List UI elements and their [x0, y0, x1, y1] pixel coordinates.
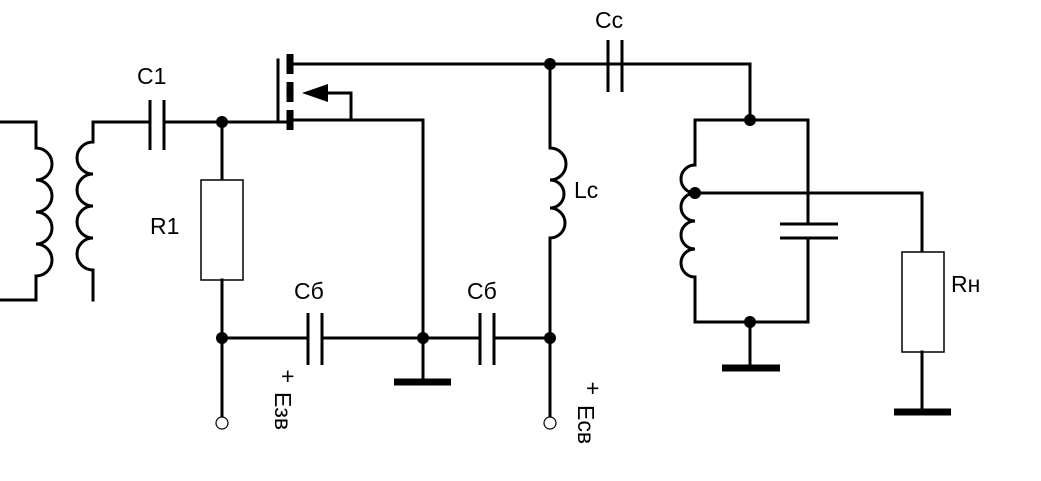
plus-right-label: + [586, 375, 599, 401]
ground-source [394, 336, 451, 386]
capacitor-cc [548, 40, 752, 122]
resistor-r1 [200, 120, 244, 422]
esv-label: Eсв [573, 405, 599, 444]
lc-label: Lc [574, 177, 598, 203]
input-transformer-secondary [75, 120, 150, 302]
junction-dots [216, 58, 756, 344]
r1-label: R1 [150, 213, 179, 239]
ground-tank [722, 320, 780, 372]
cc-label: Cc [595, 7, 623, 33]
input-transformer-primary [0, 120, 54, 302]
ezv-label: Eзв [270, 392, 296, 430]
rn-label: Rн [951, 271, 980, 297]
cb-right-label: Cб [467, 278, 497, 304]
c1-label: C1 [137, 63, 166, 89]
inductor-lc [548, 62, 568, 422]
bottom-bus [220, 313, 552, 365]
terminal-esv [543, 416, 557, 430]
mosfet-transistor [276, 54, 752, 340]
plus-left-label: + [281, 363, 294, 389]
output-tank [679, 118, 924, 324]
resistor-rn [894, 191, 951, 416]
arrow-icon [302, 84, 328, 102]
terminal-ezv [215, 416, 229, 430]
cb-left-label: Cб [294, 278, 324, 304]
